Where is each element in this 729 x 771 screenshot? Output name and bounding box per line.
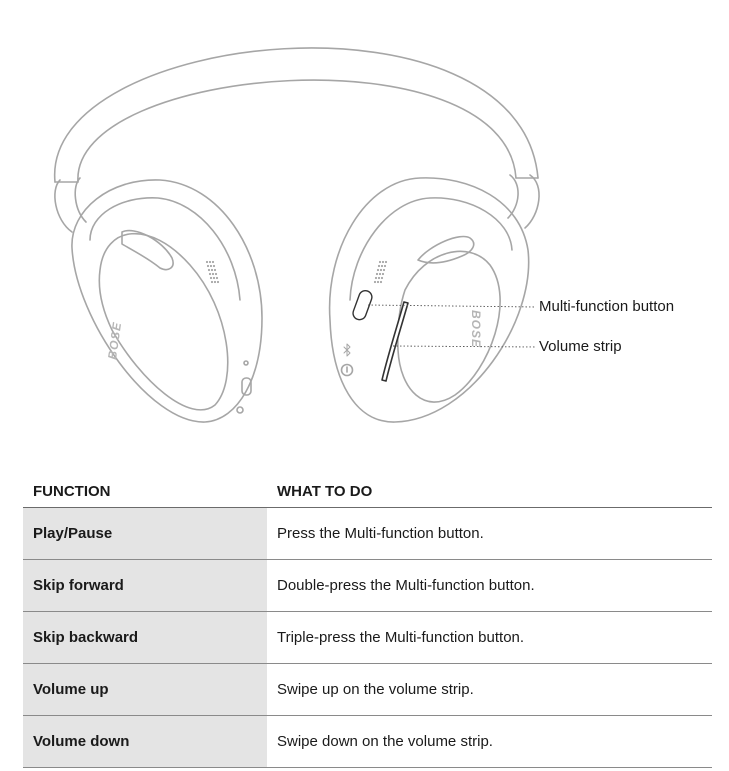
right-cup-logo: BOSE	[469, 310, 483, 348]
action-cell: Swipe up on the volume strip.	[267, 663, 712, 716]
headband-inner	[77, 79, 517, 183]
right-cushion	[328, 177, 530, 423]
left-cup-logo: BOSE	[105, 321, 124, 361]
action-cell: Press the Multi-function button.	[267, 507, 712, 560]
right-cup-face	[397, 250, 501, 403]
power-button-outline	[340, 363, 354, 377]
table-row: Volume down Swipe down on the volume str…	[23, 715, 712, 768]
table-header-row: FUNCTION WHAT TO DO	[23, 476, 712, 508]
table-row: Volume up Swipe up on the volume strip.	[23, 663, 712, 716]
table-row: Play/Pause Press the Multi-function butt…	[23, 507, 712, 560]
left-cup-face	[98, 232, 229, 411]
action-cell: Double-press the Multi-function button.	[267, 559, 712, 612]
function-cell: Skip backward	[23, 611, 267, 664]
volume-strip-outline	[381, 301, 409, 382]
callout-volume-strip: Volume strip	[539, 338, 622, 355]
left-cup-port-icon	[236, 360, 252, 414]
headphones-illustration: BOSE BOSE	[54, 47, 540, 423]
right-yoke	[524, 174, 540, 229]
right-grille-dots	[373, 260, 388, 284]
function-cell: Play/Pause	[23, 507, 267, 560]
media-controls-table: FUNCTION WHAT TO DO Play/Pause Press the…	[23, 476, 712, 768]
multifunction-button-outline	[352, 289, 373, 321]
table-row: Skip forward Double-press the Multi-func…	[23, 559, 712, 612]
left-grille-dots	[205, 260, 220, 284]
left-cushion	[71, 179, 263, 423]
action-cell: Triple-press the Multi-function button.	[267, 611, 712, 664]
action-cell: Swipe down on the volume strip.	[267, 715, 712, 768]
callout-leader-mfb	[367, 304, 536, 308]
header-function: FUNCTION	[23, 476, 267, 508]
function-cell: Skip forward	[23, 559, 267, 612]
header-what-to-do: WHAT TO DO	[267, 476, 712, 508]
table-row: Skip backward Triple-press the Multi-fun…	[23, 611, 712, 664]
headband-outer	[54, 47, 539, 183]
function-cell: Volume up	[23, 663, 267, 716]
callout-multifunction-button: Multi-function button	[539, 298, 675, 315]
callout-leader-vol	[392, 345, 536, 348]
function-cell: Volume down	[23, 715, 267, 768]
left-yoke	[54, 179, 73, 233]
